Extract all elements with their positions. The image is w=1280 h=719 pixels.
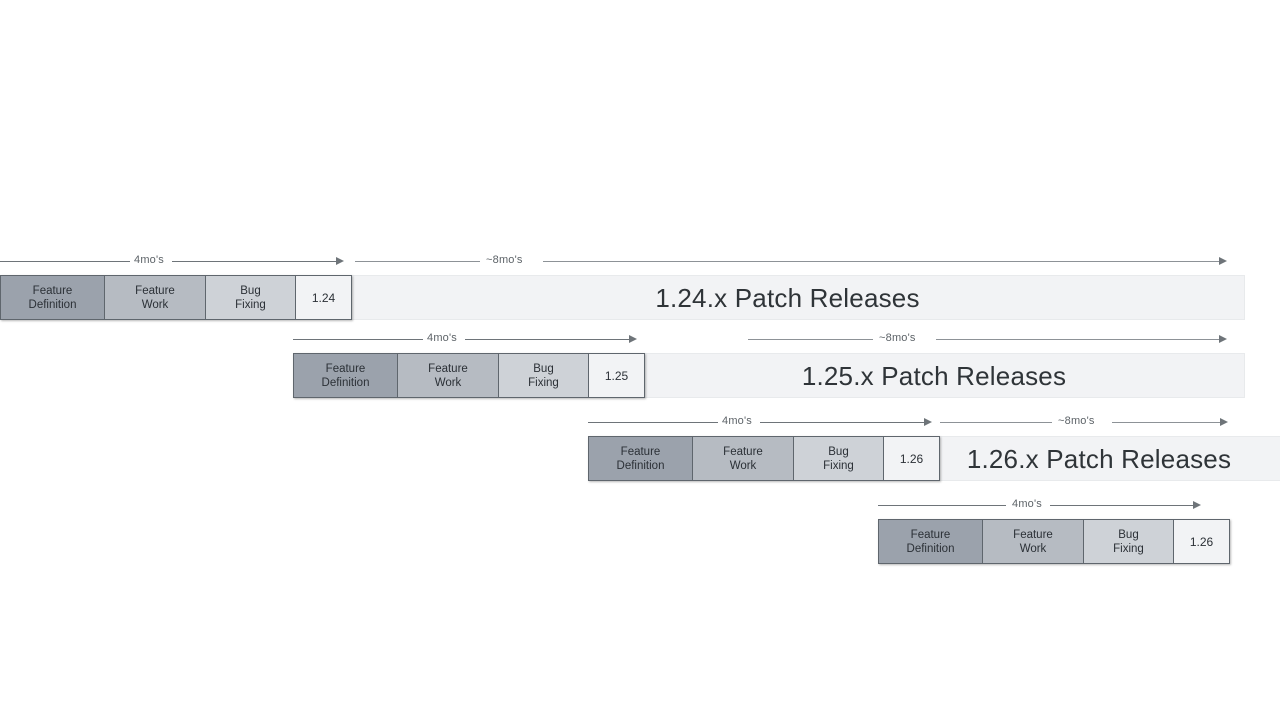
phase-feature-definition[interactable]: Feature Definition — [1, 276, 105, 319]
phase-bug-fixing[interactable]: Bug Fixing — [794, 437, 884, 480]
patch-release-band-124: 1.24.x Patch Releases — [330, 275, 1245, 320]
ruler-segment-right — [465, 339, 631, 340]
version-label: 1.25 — [604, 368, 629, 383]
ruler-segment-left — [878, 505, 1006, 506]
phase-label-line1: Feature — [1013, 528, 1053, 541]
phase-feature-work[interactable]: Feature Work — [693, 437, 794, 480]
patch-release-label: 1.26.x Patch Releases — [966, 443, 1232, 474]
arrow-head-icon — [1220, 418, 1228, 426]
ruler-label-dev-duration: 4mo's — [134, 254, 164, 266]
arrow-head-icon — [1219, 335, 1227, 343]
phase-bug-fixing[interactable]: Bug Fixing — [499, 354, 589, 397]
phase-label-line1: Bug — [533, 362, 554, 375]
phase-label-line2: Definition — [616, 459, 665, 472]
phase-label-line2: Work — [729, 459, 757, 472]
phase-bug-fixing[interactable]: Bug Fixing — [206, 276, 296, 319]
phase-label-line2: Fixing — [528, 376, 559, 389]
ruler-label-dev-duration: 4mo's — [1012, 498, 1042, 510]
phase-feature-definition[interactable]: Feature Definition — [589, 437, 693, 480]
phase-label-line1: Feature — [428, 362, 468, 375]
release-row-124: 4mo's ~8mo's 1.24.x Patch Releases Featu… — [0, 250, 1280, 325]
arrow-head-icon — [1193, 501, 1201, 509]
arrow-head-icon — [1219, 257, 1227, 265]
ruler-dev-127: 4mo's — [878, 494, 1218, 516]
ruler-label-patch-duration: ~8mo's — [486, 254, 523, 266]
phase-track-124: Feature Definition Feature Work Bug Fixi… — [0, 275, 352, 320]
ruler-segment-right — [172, 261, 338, 262]
phase-label-line2: Work — [1019, 542, 1047, 555]
arrow-head-icon — [924, 418, 932, 426]
phase-label-line2: Fixing — [1113, 542, 1144, 555]
ruler-label-patch-duration: ~8mo's — [879, 332, 916, 344]
phase-feature-work[interactable]: Feature Work — [105, 276, 206, 319]
ruler-segment-left — [748, 339, 873, 340]
ruler-segment-right — [543, 261, 1221, 262]
arrow-head-icon — [629, 335, 637, 343]
phase-version-release[interactable]: 1.26 — [884, 437, 939, 480]
phase-label-line2: Work — [141, 298, 169, 311]
release-row-125: 4mo's ~8mo's 1.25.x Patch Releases Featu… — [0, 328, 1280, 403]
phase-label-line1: Bug — [240, 284, 261, 297]
ruler-segment-left — [588, 422, 718, 423]
phase-feature-definition[interactable]: Feature Definition — [294, 354, 398, 397]
phase-version-release[interactable]: 1.24 — [296, 276, 351, 319]
phase-track-125: Feature Definition Feature Work Bug Fixi… — [293, 353, 645, 398]
ruler-label-patch-duration: ~8mo's — [1058, 415, 1095, 427]
ruler-patch-126: ~8mo's — [940, 411, 1280, 433]
ruler-segment-right — [936, 339, 1221, 340]
ruler-label-dev-duration: 4mo's — [722, 415, 752, 427]
phase-feature-work[interactable]: Feature Work — [983, 520, 1084, 563]
ruler-segment-left — [355, 261, 480, 262]
ruler-segment-left — [293, 339, 423, 340]
ruler-segment-right — [760, 422, 926, 423]
phase-label-line1: Feature — [723, 445, 763, 458]
patch-release-label: 1.25.x Patch Releases — [801, 360, 1067, 391]
release-row-126: 4mo's ~8mo's 1.26.x Patch Releases Featu… — [0, 411, 1280, 486]
phase-version-release[interactable]: 1.26 — [1174, 520, 1229, 563]
ruler-segment-right — [1112, 422, 1222, 423]
phase-feature-work[interactable]: Feature Work — [398, 354, 499, 397]
phase-feature-definition[interactable]: Feature Definition — [879, 520, 983, 563]
ruler-segment-left — [940, 422, 1052, 423]
ruler-label-dev-duration: 4mo's — [427, 332, 457, 344]
version-label: 1.26 — [1189, 534, 1214, 549]
phase-label-line1: Feature — [620, 445, 661, 458]
phase-label-line2: Fixing — [235, 298, 266, 311]
phase-label-line2: Fixing — [823, 459, 854, 472]
ruler-patch-124: ~8mo's — [355, 250, 1280, 272]
phase-bug-fixing[interactable]: Bug Fixing — [1084, 520, 1174, 563]
arrow-head-icon — [336, 257, 344, 265]
phase-label-line1: Feature — [910, 528, 951, 541]
phase-label-line2: Definition — [906, 542, 955, 555]
phase-label-line2: Definition — [321, 376, 370, 389]
ruler-dev-124: 4mo's — [0, 250, 350, 272]
phase-label-line1: Feature — [32, 284, 73, 297]
ruler-patch-125: ~8mo's — [748, 328, 1280, 350]
ruler-segment-left — [0, 261, 130, 262]
phase-label-line2: Definition — [28, 298, 77, 311]
patch-release-band-126: 1.26.x Patch Releases — [918, 436, 1280, 481]
version-label: 1.26 — [899, 451, 924, 466]
ruler-dev-126: 4mo's — [588, 411, 938, 433]
phase-version-release[interactable]: 1.25 — [589, 354, 644, 397]
version-label: 1.24 — [311, 290, 336, 305]
phase-label-line2: Work — [434, 376, 462, 389]
ruler-segment-right — [1050, 505, 1195, 506]
release-row-127: 4mo's Feature Definition Feature Work Bu… — [0, 494, 1280, 569]
phase-track-126: Feature Definition Feature Work Bug Fixi… — [588, 436, 940, 481]
phase-label-line1: Bug — [1118, 528, 1139, 541]
patch-release-label: 1.24.x Patch Releases — [655, 282, 920, 313]
phase-label-line1: Bug — [828, 445, 849, 458]
phase-track-127: Feature Definition Feature Work Bug Fixi… — [878, 519, 1230, 564]
patch-release-band-125: 1.25.x Patch Releases — [623, 353, 1245, 398]
ruler-dev-125: 4mo's — [293, 328, 643, 350]
phase-label-line1: Feature — [135, 284, 175, 297]
phase-label-line1: Feature — [325, 362, 366, 375]
